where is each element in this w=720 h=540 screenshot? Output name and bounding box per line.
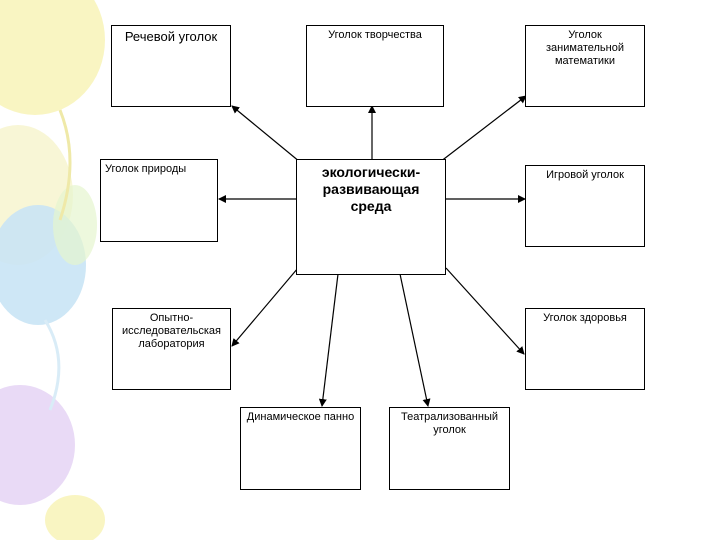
node-health: Уголок здоровья bbox=[525, 308, 645, 390]
arrow-to-lab bbox=[231, 267, 299, 347]
node-theater: Театрализованный уголок bbox=[389, 407, 510, 490]
node-play: Игровой уголок bbox=[525, 165, 645, 247]
node-speech: Речевой уголок bbox=[111, 25, 231, 107]
arrow-to-dynamic bbox=[318, 273, 339, 407]
node-creativity: Уголок творчества bbox=[306, 25, 444, 107]
node-center: экологически-развивающая среда bbox=[296, 159, 446, 275]
arrow-to-math bbox=[439, 95, 527, 163]
arrow-to-speech bbox=[231, 105, 301, 163]
arrow-to-theater bbox=[399, 273, 431, 407]
arrow-to-health bbox=[445, 267, 525, 355]
node-dynamic: Динамическое панно bbox=[240, 407, 361, 490]
node-lab: Опытно-исследовательская лаборатория bbox=[112, 308, 231, 390]
node-nature: Уголок природы bbox=[100, 159, 218, 242]
node-math: Уголок занимательной математики bbox=[525, 25, 645, 107]
